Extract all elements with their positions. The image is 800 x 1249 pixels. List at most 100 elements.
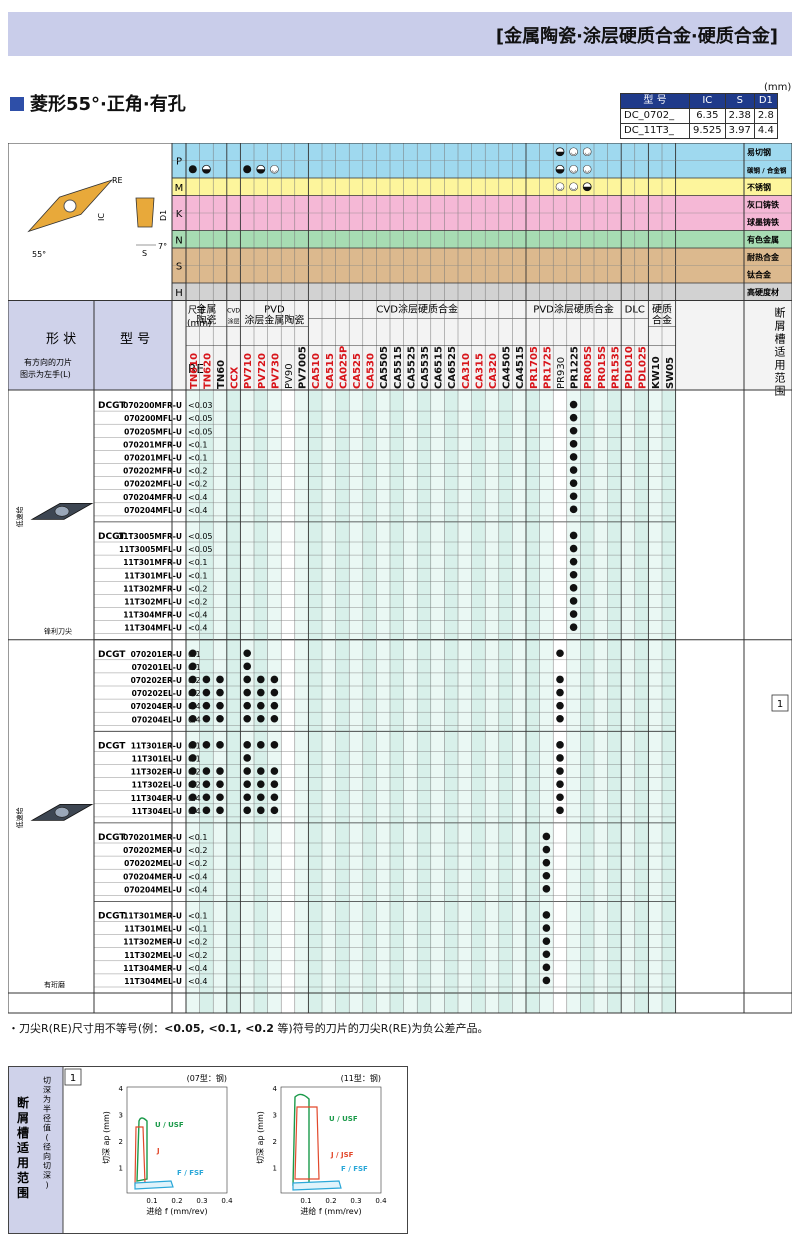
grade-dot (569, 440, 578, 448)
grade-dot (216, 714, 224, 723)
curve-label-j: J (156, 1147, 160, 1155)
iso-row-bg (186, 283, 792, 301)
model-number: 070202MEL-U (124, 859, 182, 868)
grade-name-pdl010: PDL010 (624, 346, 635, 389)
plot-xtick: 0.1 (300, 1197, 311, 1205)
re-value: <0.1 (188, 571, 207, 580)
iso-material-label: 球墨铸铁 (747, 217, 779, 227)
model-number: 11T302ER-U (131, 768, 182, 777)
re-value: <0.2 (188, 467, 207, 476)
shape-insert-image (30, 803, 94, 821)
grade-name-ca310: CA310 (461, 353, 472, 389)
shape-insert-image (30, 502, 94, 520)
model-number: 070204EL-U (132, 715, 182, 724)
grade-dot (542, 924, 551, 932)
model-number: 11T304MEL-U (124, 977, 182, 986)
grade-dot (257, 741, 265, 749)
box-sub-char: 向 (43, 1151, 51, 1161)
re-value: <0.1 (188, 833, 207, 842)
box-title-char: 断 (17, 1095, 29, 1110)
iso-material-label: 高硬度材 (747, 287, 779, 297)
diagram-label-re: RE (112, 176, 123, 185)
grade-dot (202, 714, 211, 723)
curve-f (134, 1180, 174, 1190)
box-sub-char: 值 (43, 1123, 51, 1133)
iso-row-bg (186, 230, 792, 248)
model-prefix: DCGT (98, 532, 126, 542)
plot-ytick: 4 (119, 1085, 124, 1093)
grade-name-ca025p: CA025P (338, 346, 349, 389)
box-title-char: 围 (17, 1185, 29, 1200)
grade-dot (216, 767, 224, 775)
iso-mark-half-fill (202, 169, 211, 174)
grade-dot (556, 754, 564, 762)
grade-name-pv730: PV730 (270, 353, 281, 389)
iso-mark-open-smile (571, 170, 576, 173)
grade-name-sw05: SW05 (665, 357, 676, 389)
iso-material-label: 灰口铸铁 (747, 200, 779, 210)
model-number: 070204MFR-U (123, 493, 182, 502)
grade-dot (202, 767, 211, 775)
plot-frame (126, 1086, 228, 1194)
header-banner: [金属陶瓷·涂层硬质合金·硬质合金] (8, 12, 792, 56)
grade-dot (569, 597, 578, 605)
grade-dot (569, 531, 578, 540)
re-value: <0.1 (188, 558, 207, 567)
grade-name-ccx: CCX (230, 366, 241, 389)
grade-name-ca6525: CA6525 (447, 346, 458, 389)
grade-dot (189, 688, 197, 697)
box-sub-char: ) (45, 1181, 48, 1190)
grade-dot (556, 767, 564, 775)
model-number: 11T3005MFL-U (119, 545, 182, 554)
grade-col-bg (512, 391, 526, 1013)
grade-dot (216, 780, 224, 788)
model-number: 070201MFL-U (124, 453, 182, 462)
model-number: 070204ER-U (131, 702, 182, 711)
model-number: 070202MFR-U (123, 467, 182, 476)
header-size: 尺寸 (188, 304, 206, 316)
grade-name-pr930: PR930 (556, 357, 567, 389)
re-value: <0.2 (188, 938, 207, 947)
insert-photo-hole (54, 807, 70, 818)
grade-dot (189, 806, 197, 815)
model-number: 11T304ER-U (131, 794, 182, 803)
dims-cell: 4.4 (753, 123, 778, 139)
grade-dot (243, 741, 251, 749)
box-title-char: 范 (17, 1170, 29, 1185)
plot-ylabel: 切深 ap (mm) (102, 1111, 111, 1164)
grade-name-ca5535: CA5535 (420, 346, 431, 389)
diagram-label-ic: IC (97, 213, 106, 221)
iso-code-K: K (176, 209, 183, 220)
grade-name-pr1725: PR1725 (542, 346, 553, 389)
grade-dot (189, 649, 197, 658)
iso-code-N: N (175, 235, 182, 246)
plot-ytick: 2 (273, 1138, 277, 1146)
box-title-char: 适 (17, 1140, 29, 1155)
footnote-bold: <0.05, <0.1, <0.2 (164, 1022, 274, 1035)
grade-dot (569, 557, 578, 566)
plot-ytick: 2 (119, 1138, 123, 1146)
model-number: 11T304EL-U (132, 807, 182, 816)
grade-name-ca4515: CA4515 (515, 346, 526, 389)
grade-col-bg (390, 391, 404, 1013)
iso-row-bg (186, 143, 792, 161)
iso-mark-half-fill (256, 169, 265, 174)
plot-xtick: 0.2 (171, 1197, 182, 1205)
grade-dot (569, 584, 578, 592)
plot-xtick: 0.3 (196, 1197, 207, 1205)
grade-dot (257, 688, 265, 697)
grade-name-tn620: TN620 (202, 353, 213, 389)
grade-col-bg (485, 391, 499, 1013)
grade-dot (542, 832, 551, 841)
grade-group-label: 涂层 (228, 318, 240, 326)
box-sub-char: 为 (43, 1094, 51, 1104)
shape-label: 低速给 (15, 506, 24, 527)
grade-name-pv90: PV90 (284, 363, 295, 389)
grade-dot (243, 701, 251, 710)
grade-dot (189, 714, 197, 723)
re-value: <0.1 (188, 453, 207, 462)
iso-code-M: M (175, 183, 184, 194)
re-value: <0.2 (188, 597, 207, 606)
